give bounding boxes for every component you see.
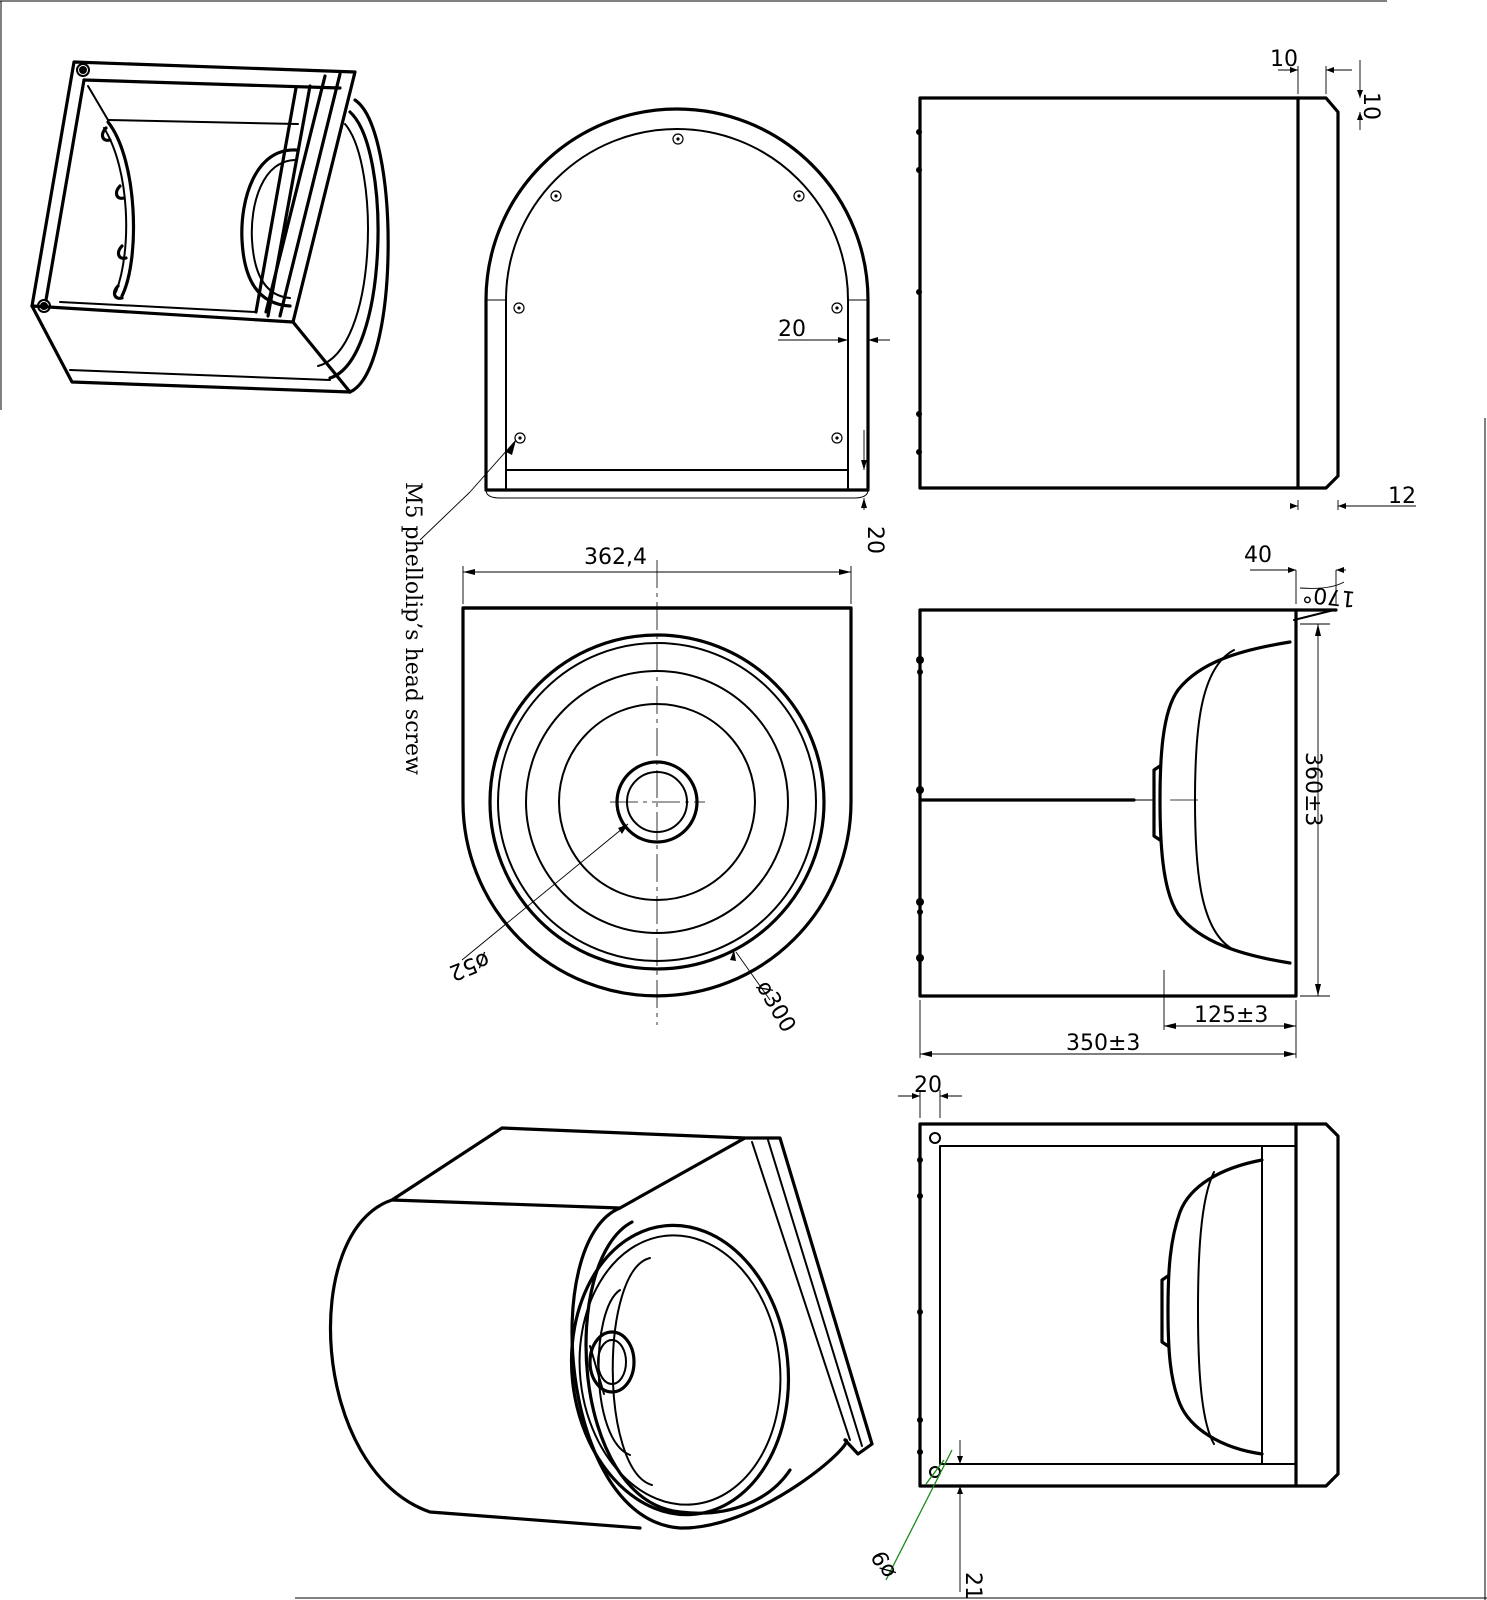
dim-top-edge-2: 10 bbox=[1358, 92, 1383, 120]
screw-holes bbox=[513, 133, 843, 444]
dim-lip: 40 bbox=[1244, 543, 1272, 568]
dim-bowl-depth: 125±3 bbox=[1194, 1003, 1268, 1028]
side-section-view bbox=[916, 567, 1346, 1058]
dim-wall: 20 bbox=[778, 317, 806, 342]
isometric-bowl-view bbox=[328, 1126, 874, 1530]
dim-angle: 170° bbox=[1301, 580, 1356, 610]
dim-hole-offset: 21,2 bbox=[960, 1572, 985, 1600]
dim-hole-diameter: ø9 bbox=[867, 1546, 901, 1581]
dim-width: 362,4 bbox=[584, 545, 647, 570]
front-arch-view bbox=[419, 107, 890, 541]
dim-depth: 350±3 bbox=[1066, 1031, 1140, 1056]
dim-height: 360±3 bbox=[1300, 752, 1325, 826]
screw-callout-note: M5 phellolip’s head screw bbox=[400, 482, 425, 775]
notes: M5 phellolip’s head screw bbox=[400, 482, 425, 775]
dim-wall-bottom: 20 bbox=[862, 526, 887, 554]
dim-top-edge-1: 10 bbox=[1270, 47, 1298, 72]
dim-bowl-diameter: ø300 bbox=[751, 977, 800, 1038]
dim-drain-diameter: ø52 bbox=[445, 946, 493, 985]
dim-edge-bottom: 12 bbox=[1388, 484, 1416, 509]
dimension-labels: 10 10 12 20 20 362,4 40 170° 360±3 125±3… bbox=[445, 47, 1416, 1600]
dim-frame-offset: 20 bbox=[914, 1073, 942, 1098]
front-bowl-view bbox=[461, 560, 853, 1025]
side-view-top bbox=[916, 60, 1416, 510]
side-frame-view bbox=[885, 1090, 1340, 1592]
isometric-frame-view bbox=[30, 60, 390, 394]
